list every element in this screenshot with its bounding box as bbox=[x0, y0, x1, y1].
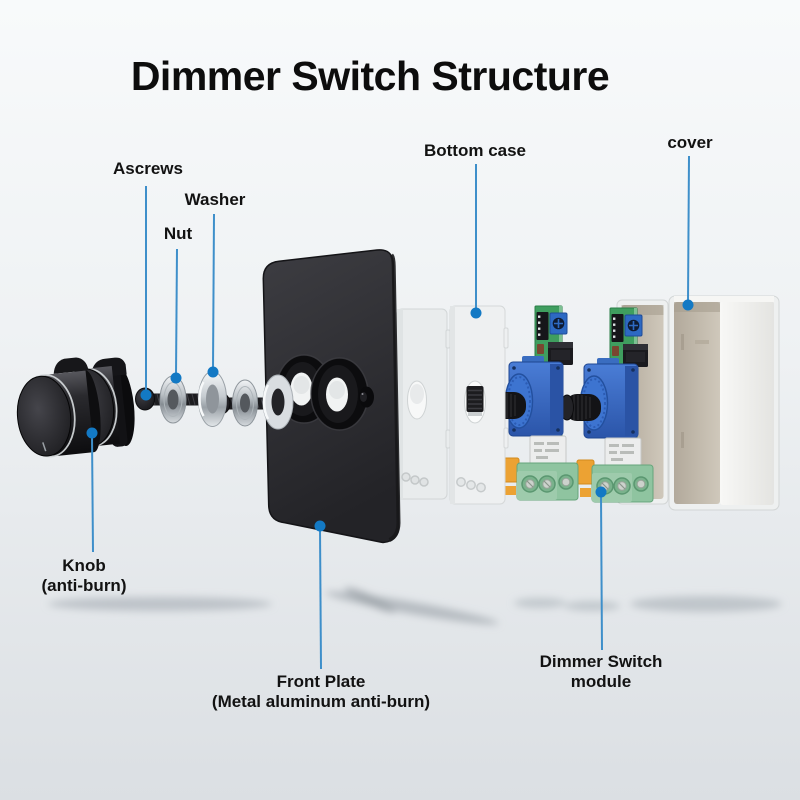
bottom-case-plate-back bbox=[396, 308, 451, 500]
leader-line-nut bbox=[175, 248, 178, 376]
nut-2 bbox=[232, 379, 258, 427]
shadow-reflections bbox=[48, 587, 782, 625]
leader-line-front-plate bbox=[319, 528, 322, 670]
leader-dot-nut bbox=[170, 372, 182, 384]
label-front-plate-line1: Front Plate bbox=[276, 672, 366, 691]
label-knob-line2: (anti-burn) bbox=[41, 576, 127, 596]
leader-dot-cover bbox=[682, 299, 694, 311]
dimmer-lever bbox=[466, 386, 484, 416]
leader-line-knob bbox=[91, 435, 94, 553]
label-bottom-case: Bottom case bbox=[423, 141, 527, 160]
leader-dot-module bbox=[595, 486, 607, 498]
knob-front bbox=[16, 357, 101, 458]
leader-line-module bbox=[600, 494, 603, 651]
label-dimmer-module-line1: Dimmer Switch bbox=[539, 652, 663, 671]
leader-dot-knob bbox=[86, 427, 98, 439]
label-front-plate: Front Plate (Metal aluminum anti-burn) bbox=[170, 672, 472, 713]
cover-box-large bbox=[668, 295, 780, 511]
bottom-case-plate-front bbox=[449, 305, 509, 505]
plate-screw-post bbox=[359, 386, 374, 408]
label-nut: Nut bbox=[163, 224, 193, 243]
leader-dot-bottom-case bbox=[470, 307, 482, 319]
label-dimmer-module-line2: module bbox=[570, 672, 632, 692]
washer-on-plate bbox=[262, 374, 294, 430]
label-washer: Washer bbox=[184, 190, 246, 209]
front-plate-illustration bbox=[262, 249, 401, 544]
washer-1 bbox=[198, 371, 227, 427]
plate-hole-2 bbox=[310, 357, 369, 431]
label-knob-line1: Knob bbox=[62, 556, 106, 575]
label-ascrews: Ascrews bbox=[113, 159, 183, 178]
leader-dot-front-plate bbox=[314, 520, 326, 532]
label-cover: cover bbox=[667, 133, 713, 152]
nut-1 bbox=[159, 375, 187, 424]
leader-dot-washer bbox=[207, 366, 219, 378]
leader-dot-ascrews bbox=[140, 389, 152, 401]
leader-line-cover bbox=[687, 155, 690, 303]
leader-lines bbox=[86, 155, 694, 670]
screw-assembly bbox=[135, 371, 294, 430]
page-title: Dimmer Switch Structure bbox=[130, 53, 610, 100]
label-front-plate-line2: (Metal aluminum anti-burn) bbox=[211, 692, 431, 712]
label-knob: Knob (anti-burn) bbox=[14, 556, 154, 597]
label-dimmer-module: Dimmer Switch module bbox=[521, 652, 681, 693]
leader-line-washer bbox=[212, 213, 215, 370]
